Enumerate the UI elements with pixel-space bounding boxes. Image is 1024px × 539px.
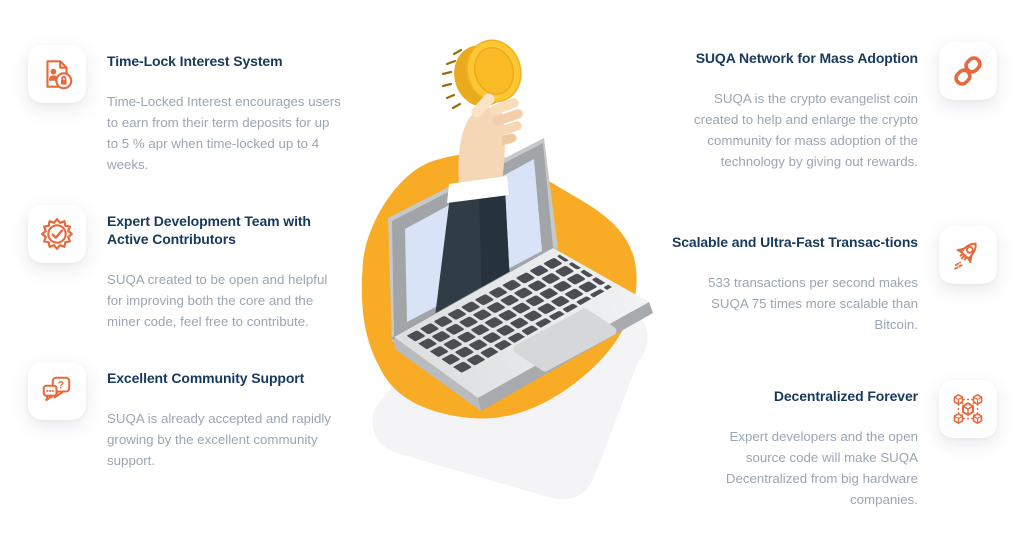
feature-title: SUQA Network for Mass Adoption bbox=[695, 50, 918, 66]
rocket-icon bbox=[954, 242, 977, 270]
feature-body: Time-Locked Interest encourages users to… bbox=[107, 94, 341, 172]
feature-title: Scalable and Ultra-Fast Transac-tions bbox=[671, 234, 918, 250]
laptop-keyboard bbox=[392, 247, 653, 411]
chat-question-icon: ? bbox=[42, 376, 71, 402]
feature-icon-tile bbox=[939, 42, 997, 100]
hand bbox=[447, 93, 523, 203]
feature-title: Expert Development Team with Active Cont… bbox=[107, 213, 311, 247]
feature-text: Scalable and Ultra-Fast Transac-tions 53… bbox=[663, 226, 918, 335]
feature-icon-tile bbox=[28, 205, 86, 263]
feature-body: Expert developers and the open source co… bbox=[725, 429, 918, 507]
feature-icon-tile bbox=[939, 380, 997, 438]
feature-icon-tile bbox=[939, 226, 997, 284]
feature-title: Time-Lock Interest System bbox=[107, 53, 283, 69]
feature-icon-tile: ? bbox=[28, 362, 86, 420]
feature-mass-adoption: SUQA Network for Mass Adoption SUQA is t… bbox=[663, 42, 997, 172]
feature-text: Excellent Community Support SUQA is alre… bbox=[107, 362, 345, 471]
chain-link-icon bbox=[954, 56, 982, 86]
feature-text: SUQA Network for Mass Adoption SUQA is t… bbox=[663, 42, 918, 172]
feature-community: ? Excellent Community Support SUQA is al… bbox=[28, 362, 345, 471]
feature-text: Expert Development Team with Active Cont… bbox=[107, 205, 345, 332]
feature-body: SUQA created to be open and helpful for … bbox=[107, 272, 328, 329]
feature-text: Decentralized Forever Expert developers … bbox=[663, 380, 918, 510]
feature-body: 533 transactions per second makes SUQA 7… bbox=[708, 275, 918, 332]
badge-check-icon bbox=[41, 218, 73, 250]
feature-icon-tile bbox=[28, 45, 86, 103]
document-user-lock-icon bbox=[46, 60, 73, 90]
feature-time-lock: Time-Lock Interest System Time-Locked In… bbox=[28, 45, 345, 175]
feature-title: Excellent Community Support bbox=[107, 370, 305, 386]
feature-body: SUQA is the crypto evangelist coin creat… bbox=[694, 91, 918, 169]
feature-scalable: Scalable and Ultra-Fast Transac-tions 53… bbox=[663, 226, 997, 335]
cube-network-icon bbox=[953, 394, 983, 424]
svg-text:?: ? bbox=[58, 379, 64, 391]
feature-title: Decentralized Forever bbox=[773, 388, 918, 404]
hand-coin-laptop-illustration bbox=[361, 39, 653, 500]
feature-text: Time-Lock Interest System Time-Locked In… bbox=[107, 45, 345, 175]
gold-coin bbox=[441, 39, 522, 110]
feature-dev-team: Expert Development Team with Active Cont… bbox=[28, 205, 345, 332]
feature-body: SUQA is already accepted and rapidly gro… bbox=[107, 411, 331, 468]
feature-decentralized: Decentralized Forever Expert developers … bbox=[663, 380, 997, 510]
